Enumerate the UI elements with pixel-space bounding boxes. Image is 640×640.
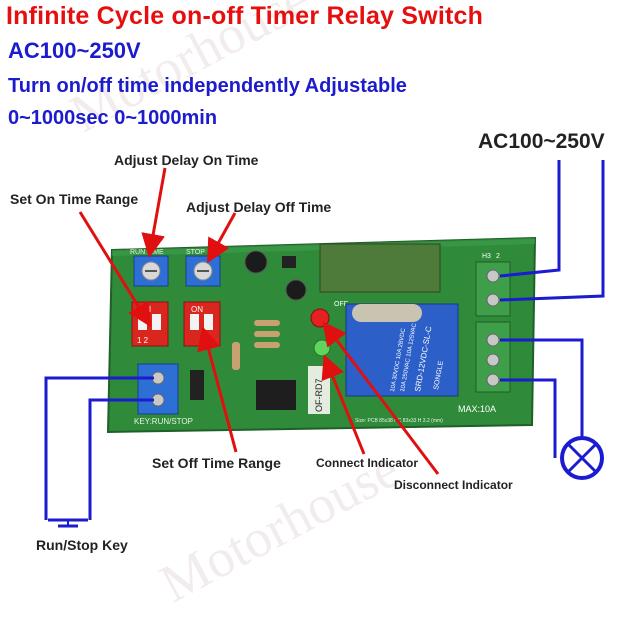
pot-on-potentiometer[interactable] [133,255,169,287]
ic-chip-icon [190,370,296,410]
run-stop-key-label: Run/Stop Key [36,537,128,553]
fuse-icon [352,304,422,322]
resistor-icon [232,320,280,370]
max-current-label: MAX:10A [458,404,496,414]
load-wires [500,338,584,458]
run-stop-key-icon[interactable] [48,518,88,528]
connect-indicator-led [313,339,331,357]
disconnect-indicator-label: Disconnect Indicator [394,478,513,492]
key-terminal-block[interactable] [137,363,179,415]
adjust-subtitle: Turn on/off time independently Adjustabl… [8,75,407,97]
adjust-delay-on-label: Adjust Delay On Time [114,152,259,168]
pot-off-potentiometer[interactable] [185,255,221,287]
voltage-subtitle: AC100~250V [8,38,141,63]
lamp-icon [560,436,604,480]
set-on-range-label: Set On Time Range [10,191,139,207]
load-terminal-block[interactable] [475,321,511,393]
page-title: Infinite Cycle on-off Timer Relay Switch [6,2,484,30]
adjust-delay-off-label: Adjust Delay Off Time [186,199,332,215]
model-tag: OF-RD7 [308,366,330,414]
model-tag-text: OF-RD7 [314,379,324,413]
pot-on-label: RUN TIME [130,249,164,256]
capacitor-icon [244,250,307,301]
pot-off-label: STOP [186,249,205,256]
terminal-num-label: 2 [496,253,500,260]
set-off-range-label: Set Off Time Range [152,455,281,471]
transformer-icon [319,243,441,293]
dip-switch-on-range[interactable]: ON 1 2 [131,301,169,347]
range-subtitle: 0~1000sec 0~1000min [8,107,218,129]
key-wires [44,376,154,520]
dip-switch-off-range[interactable]: ON [183,301,221,347]
supply-wires [499,160,605,302]
terminal-h3-label: H3 [482,253,491,260]
dip-on-text: ON [191,305,203,314]
connect-indicator-label: Connect Indicator [316,456,419,470]
dip-num-text: 1 2 [137,336,149,345]
led-off-label: OFF [334,301,348,308]
annotation-arrows [78,167,440,475]
key-label: KEY:RUN/STOP [134,417,193,426]
power-terminal-block[interactable] [475,261,511,317]
supply-voltage-label: AC100~250V [478,130,605,153]
